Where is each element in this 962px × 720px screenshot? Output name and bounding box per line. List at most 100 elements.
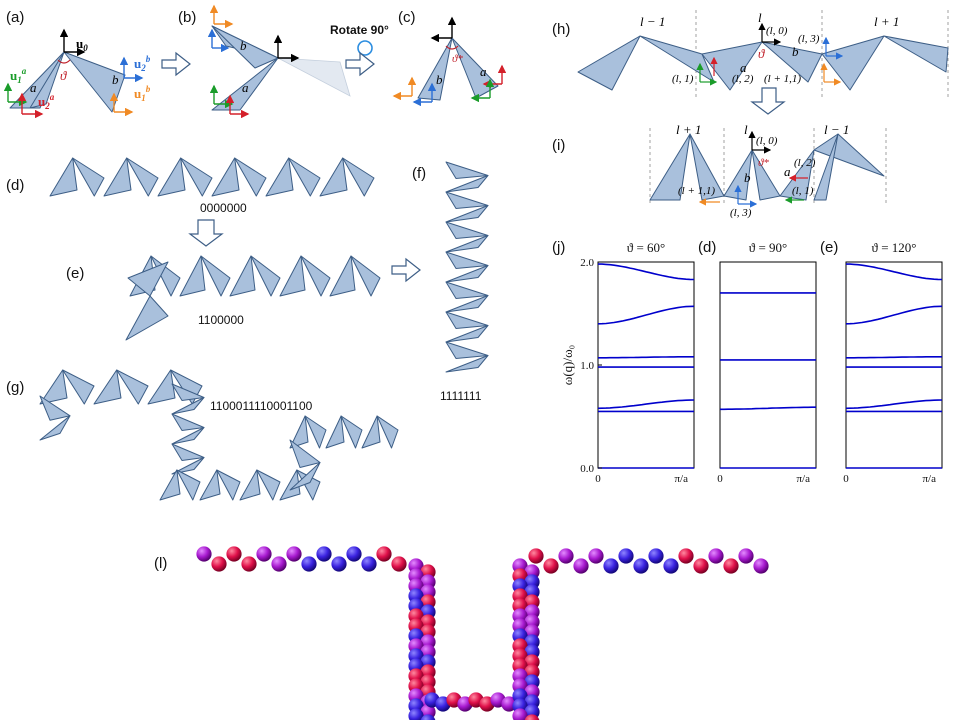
label-l1: (l, 1) [792,185,814,197]
triangle [649,133,691,201]
label-b: b [792,44,799,59]
band-line [846,355,942,359]
bead [211,556,227,572]
triangle [445,295,489,313]
triangle [451,37,499,99]
y-tick-label: 1.0 [580,360,594,372]
hollow-arrow [161,51,191,77]
triangle [127,261,169,297]
triangle [445,355,489,373]
bead [693,558,709,574]
triangle [300,255,331,297]
code-e: 1100000 [198,313,244,327]
bead [408,708,424,720]
panel-label-j: (j) [552,239,565,256]
triangle [288,157,321,197]
bead [723,558,739,574]
bead [316,546,332,562]
triangle [289,415,309,449]
rotate-label: Rotate 90° [330,23,389,37]
label-l-plus-1: l + 1 [676,122,701,137]
bead [558,548,574,564]
bead [738,548,754,564]
triangle [63,51,126,113]
panel-h: (h) l − 1 l l + 1 (l, 0) ϑ a b (l, 3) (l… [552,10,949,100]
label-b: b [744,170,751,185]
triangle [234,157,267,197]
label-l2: (l, 2) [732,73,754,85]
label-b: b [436,72,443,87]
bead [663,558,679,574]
bead [588,548,604,564]
label-l0: (l, 0) [766,25,788,37]
u2b-label: u2b [134,54,151,73]
bead [226,546,242,562]
triangle [171,397,205,415]
bead [648,548,664,564]
label-a: a [480,64,487,79]
triangle [116,369,149,405]
bead [603,558,619,574]
code-g: 1100011110001100 [210,399,313,413]
code-f: 1111111 [440,389,482,403]
x-tick-label: 0 [843,473,849,485]
panel-label-b: (b) [178,9,196,26]
triangle [216,469,241,501]
triangle [72,157,105,197]
triangle [62,369,95,405]
triangle [751,149,781,201]
bead [512,708,528,720]
band-line [845,305,943,325]
triangle [126,157,159,197]
bead [391,556,407,572]
panel-a: (a) u0 ϑ a b u1a u2a u2b u1b [3,9,151,119]
triangle [376,415,399,449]
triangle [157,157,186,197]
triangle [319,157,348,197]
triangle [103,157,132,197]
bead [618,548,634,564]
u1a-label: u1a [10,66,27,85]
triangle [289,439,321,468]
triangle [340,415,363,449]
label-l2: (l, 2) [794,157,816,169]
bead [753,558,769,574]
band-line [598,263,695,281]
band-line [845,399,943,410]
label-l3: (l, 3) [730,207,752,219]
triangle [883,35,949,73]
label-l-plus-1: l + 1 [874,14,899,29]
triangle [325,415,345,449]
label-b: b [112,72,119,87]
x-tick-label: π/a [797,473,811,485]
triangle [147,369,176,405]
bead [633,558,649,574]
triangle [761,41,823,83]
hollow-arrow [750,87,786,115]
plot-frame [597,261,695,469]
triangle [279,255,306,297]
triangle [445,205,489,223]
triangle [159,469,181,501]
bead [420,714,436,720]
theta-label: ϑ [60,68,67,83]
triangle [29,51,65,109]
panel-b: (b) b a [178,4,351,119]
bead [361,556,377,572]
bead [331,556,347,572]
triangle [445,235,489,253]
chart-title: ϑ = 120° [872,240,917,255]
x-tick-label: 0 [717,473,723,485]
bead [543,558,559,574]
panel-label-i: (i) [552,137,565,154]
bead-chain [196,546,769,720]
panel-label-g: (g) [6,379,24,396]
bead [271,556,287,572]
panel-label-c: (c) [398,9,416,26]
triangle [239,469,261,501]
triangle [417,37,453,101]
panel-i: (i) l + 1 l l − 1 (l, 0) ϑ* b a (l, 2) (… [552,122,887,219]
